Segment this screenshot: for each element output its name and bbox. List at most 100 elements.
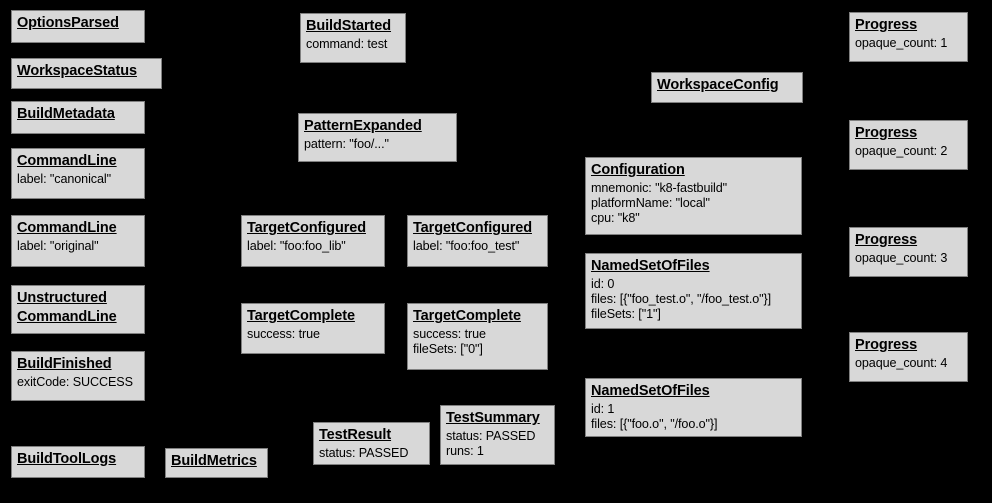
node-build-metrics[interactable]: BuildMetrics: [165, 448, 268, 478]
node-build-metadata[interactable]: BuildMetadata: [11, 101, 145, 134]
node-field: files: [{"foo_test.o", "/foo_test.o"}]: [591, 291, 772, 306]
node-options-parsed[interactable]: OptionsParsed: [11, 10, 145, 43]
node-target-configured-foo-lib[interactable]: TargetConfigured label: "foo:foo_lib": [241, 215, 385, 267]
node-field: opaque_count: 1: [855, 35, 948, 50]
node-field: id: 1: [591, 401, 615, 416]
node-title-progress-4: Progress: [855, 336, 962, 355]
node-fields-progress-1: opaque_count: 1: [855, 36, 962, 51]
node-title-line: Progress: [855, 337, 918, 353]
node-fields-pattern-expanded: pattern: "foo/...": [304, 137, 451, 152]
node-field: pattern: "foo/...": [304, 136, 389, 151]
node-command-line-original[interactable]: CommandLine label: "original": [11, 215, 145, 267]
node-progress-4[interactable]: Progress opaque_count: 4: [849, 332, 968, 382]
node-title-line: TestResult: [319, 427, 392, 443]
node-title-target-complete-lib: TargetComplete: [247, 307, 379, 326]
node-build-tool-logs[interactable]: BuildToolLogs: [11, 446, 145, 478]
node-title-line: WorkspaceStatus: [17, 63, 137, 79]
node-pattern-expanded[interactable]: PatternExpanded pattern: "foo/...": [298, 113, 457, 162]
node-title-progress-2: Progress: [855, 124, 962, 143]
node-title-line: NamedSetOfFiles: [591, 383, 710, 399]
node-workspace-config[interactable]: WorkspaceConfig: [651, 72, 803, 103]
node-build-finished[interactable]: BuildFinished exitCode: SUCCESS: [11, 351, 145, 401]
node-title-workspace-config: WorkspaceConfig: [657, 76, 797, 95]
node-title-test-summary: TestSummary: [446, 409, 549, 428]
node-field: runs: 1: [446, 443, 484, 458]
node-field: status: PASSED: [319, 445, 409, 460]
node-title-line: Progress: [855, 125, 918, 141]
node-title-build-finished: BuildFinished: [17, 355, 139, 374]
node-field: platformName: "local": [591, 195, 710, 210]
node-fields-target-configured-foo-lib: label: "foo:foo_lib": [247, 239, 379, 254]
node-field: fileSets: ["1"]: [591, 306, 661, 321]
node-title-line: BuildMetrics: [171, 453, 257, 469]
node-field: cpu: "k8": [591, 210, 640, 225]
node-title-line: TargetComplete: [413, 308, 521, 324]
node-fields-command-line-original: label: "original": [17, 239, 139, 254]
node-title-line: Unstructured: [17, 290, 107, 306]
node-field: exitCode: SUCCESS: [17, 374, 133, 389]
node-field: opaque_count: 3: [855, 250, 948, 265]
node-field: fileSets: ["0"]: [413, 341, 483, 356]
node-workspace-status[interactable]: WorkspaceStatus: [11, 58, 162, 89]
node-title-line: TargetConfigured: [413, 220, 532, 236]
node-title-line: CommandLine: [17, 153, 117, 169]
node-title-line: TargetComplete: [247, 308, 355, 324]
node-title-line: PatternExpanded: [304, 118, 422, 134]
node-fields-test-result: status: PASSED: [319, 446, 424, 461]
node-title-line: BuildFinished: [17, 356, 112, 372]
node-title-configuration: Configuration: [591, 161, 796, 180]
node-fields-progress-4: opaque_count: 4: [855, 356, 962, 371]
node-field: label: "original": [17, 238, 99, 253]
node-title-target-complete-test: TargetComplete: [413, 307, 542, 326]
node-title-line: TargetConfigured: [247, 220, 366, 236]
node-target-complete-lib[interactable]: TargetComplete success: true: [241, 303, 385, 354]
node-progress-2[interactable]: Progress opaque_count: 2: [849, 120, 968, 170]
node-test-result[interactable]: TestResult status: PASSED: [313, 422, 430, 465]
node-title-line: BuildStarted: [306, 18, 392, 34]
node-field: label: "foo:foo_test": [413, 238, 520, 253]
node-title-line: Configuration: [591, 162, 685, 178]
node-fields-progress-3: opaque_count: 3: [855, 251, 962, 266]
node-build-started[interactable]: BuildStarted command: test: [300, 13, 406, 63]
node-fields-build-finished: exitCode: SUCCESS: [17, 375, 139, 390]
node-title-line: CommandLine: [17, 220, 117, 236]
node-progress-1[interactable]: Progress opaque_count: 1: [849, 12, 968, 62]
node-title-pattern-expanded: PatternExpanded: [304, 117, 451, 136]
node-title-options-parsed: OptionsParsed: [17, 14, 139, 33]
node-title-command-line-original: CommandLine: [17, 219, 139, 238]
node-fields-configuration: mnemonic: "k8-fastbuild"platformName: "l…: [591, 181, 796, 226]
node-fields-progress-2: opaque_count: 2: [855, 144, 962, 159]
node-title-progress-1: Progress: [855, 16, 962, 35]
node-title-named-set-of-files-0: NamedSetOfFiles: [591, 257, 796, 276]
node-field: opaque_count: 4: [855, 355, 948, 370]
node-field: label: "foo:foo_lib": [247, 238, 346, 253]
node-field: command: test: [306, 36, 388, 51]
node-field: success: true: [413, 326, 486, 341]
node-command-line-canonical[interactable]: CommandLine label: "canonical": [11, 148, 145, 199]
node-configuration[interactable]: Configuration mnemonic: "k8-fastbuild"pla…: [585, 157, 802, 235]
node-target-configured-foo-test[interactable]: TargetConfigured label: "foo:foo_test": [407, 215, 548, 267]
node-field: id: 0: [591, 276, 615, 291]
node-fields-target-configured-foo-test: label: "foo:foo_test": [413, 239, 542, 254]
node-title-line: TestSummary: [446, 410, 540, 426]
node-title-build-started: BuildStarted: [306, 17, 400, 36]
node-title-line: Progress: [855, 17, 918, 33]
node-title-line: CommandLine: [17, 308, 117, 325]
node-title-line: BuildToolLogs: [17, 451, 117, 467]
node-fields-build-started: command: test: [306, 37, 400, 52]
node-title-named-set-of-files-1: NamedSetOfFiles: [591, 382, 796, 401]
node-fields-command-line-canonical: label: "canonical": [17, 172, 139, 187]
node-field: status: PASSED: [446, 428, 536, 443]
node-fields-target-complete-lib: success: true: [247, 327, 379, 342]
